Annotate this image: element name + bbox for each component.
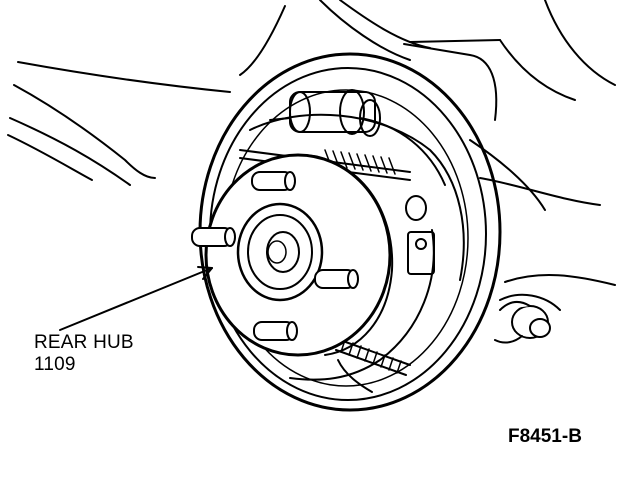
rear-hub — [204, 153, 394, 357]
rear-hub-callout: REAR HUB 1109 — [34, 332, 134, 376]
vehicle-body-lines — [7, 0, 616, 311]
mounting-bolt — [494, 300, 551, 344]
wheel-stud — [314, 269, 359, 289]
wheel-studs — [191, 171, 359, 341]
wheel-stud — [251, 171, 296, 191]
wheel-cylinder — [269, 89, 381, 137]
wheel-stud — [253, 321, 298, 341]
figure-code: F8451-B — [508, 426, 582, 447]
adjuster-bracket — [405, 195, 435, 275]
callout-part-number: 1109 — [34, 354, 76, 375]
callout-leader-arrow — [59, 266, 213, 331]
lower-return-spring — [335, 339, 411, 393]
callout-part-name: REAR HUB — [34, 332, 134, 353]
wheel-stud — [191, 227, 236, 247]
